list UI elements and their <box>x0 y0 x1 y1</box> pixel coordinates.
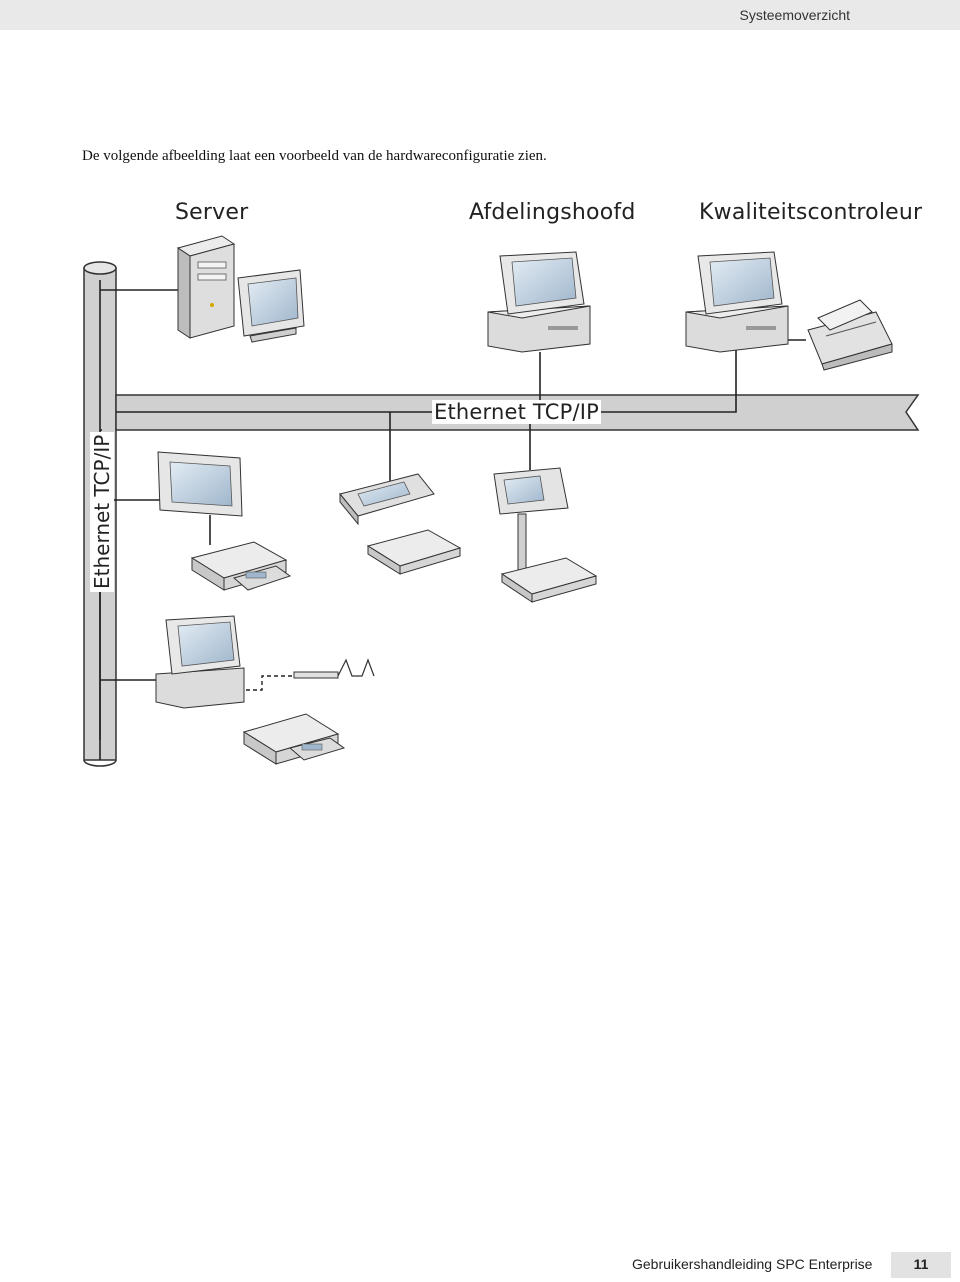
afdelingshoofd-label: Afdelingshoofd <box>469 200 636 225</box>
scale-3-icon <box>242 713 346 765</box>
intro-text: De volgende afbeelding laat een voorbeel… <box>82 148 547 164</box>
connector-strip <box>293 658 375 679</box>
page-header-bar <box>0 0 960 30</box>
server-tower-icon <box>176 235 236 339</box>
page-number-box: 11 <box>891 1252 951 1278</box>
ethernet-vertical-label: Ethernet TCP/IP <box>90 431 114 592</box>
bottom-pc-icon <box>155 615 245 709</box>
server-label: Server <box>175 200 249 225</box>
scale-1-icon <box>190 541 292 591</box>
indicator-scale-icon <box>339 473 462 575</box>
page-number: 11 <box>913 1256 929 1272</box>
dashed-link <box>246 675 294 691</box>
column-scale-icon <box>493 467 598 603</box>
kwaliteitscontroleur-pc-icon <box>685 251 789 353</box>
printer-icon <box>807 299 893 371</box>
afdelingshoofd-pc-icon <box>487 251 591 353</box>
footer-title: Gebruikershandleiding SPC Enterprise <box>632 1256 873 1272</box>
server-monitor-icon <box>237 269 305 343</box>
touch-terminal-icon <box>157 451 243 517</box>
ethernet-horizontal-label: Ethernet TCP/IP <box>432 400 601 424</box>
kwaliteitscontroleur-label: Kwaliteitscontroleur <box>699 200 923 225</box>
section-title: Systeemoverzicht <box>739 7 850 23</box>
